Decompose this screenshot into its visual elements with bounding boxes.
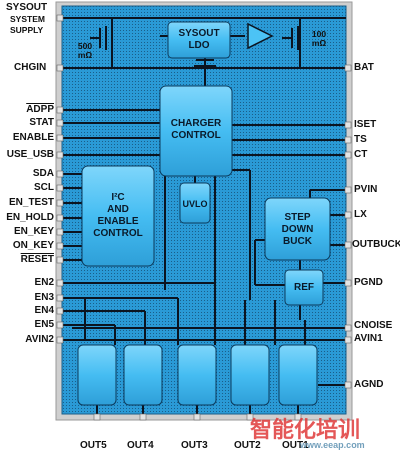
- pin-chgin: CHGIN: [14, 62, 47, 73]
- switch-mid: [194, 59, 216, 67]
- block-ldo-out2: [230, 344, 270, 406]
- pin-enable: ENABLE: [12, 132, 54, 143]
- pin-en5: EN5: [34, 319, 54, 330]
- block-uvlo: [179, 182, 211, 224]
- pin-iset: ISET: [354, 119, 377, 130]
- pin-pvin: PVIN: [354, 184, 378, 195]
- pin-bat: BAT: [354, 62, 374, 73]
- pin-scl: SCL: [34, 182, 54, 193]
- charger-control-line2: CONTROL: [171, 130, 221, 141]
- block-charger-control: [159, 85, 233, 177]
- block-ldo-out4: [123, 344, 163, 406]
- pin-out4: OUT4: [127, 440, 154, 451]
- sysout-ldo-line2: LDO: [188, 40, 210, 51]
- pin-adpp: ADPP: [26, 104, 54, 115]
- amplifier-icon: [247, 22, 274, 50]
- pin-pgnd: PGND: [354, 277, 383, 288]
- i2c-control-label: I²C AND ENABLE CONTROL: [82, 192, 154, 240]
- buck-line1: STEP: [284, 212, 311, 223]
- left-pin-pads: [56, 14, 64, 344]
- switch-left-line2: mΩ: [77, 50, 93, 60]
- ref-label: REF: [294, 282, 314, 293]
- block-ldo-out1: [278, 344, 318, 406]
- switch-right-line2: mΩ: [311, 38, 327, 48]
- pin-lx: LX: [354, 209, 367, 220]
- switch-left-line1: 500: [77, 41, 93, 51]
- step-down-buck-label: STEP DOWN BUCK: [265, 212, 330, 248]
- block-ref: [284, 269, 324, 306]
- pin-en3: EN3: [34, 292, 54, 303]
- watermark-main: 智能化培训: [250, 417, 361, 442]
- buck-line3: BUCK: [283, 236, 312, 247]
- pin-ts: TS: [354, 134, 367, 145]
- pin-en4: EN4: [34, 305, 54, 316]
- pin-en-test: EN_TEST: [8, 197, 54, 208]
- pin-sysout: SYSOUT: [6, 2, 48, 13]
- pin-reset: RESET: [20, 254, 54, 265]
- switch-left: [90, 26, 107, 50]
- pin-agnd: AGND: [354, 379, 384, 390]
- pin-out2: OUT2: [234, 440, 261, 451]
- sysout-ldo-label: SYSOUT LDO: [168, 28, 230, 52]
- bottom-pin-pads: [93, 413, 302, 421]
- watermark-url: www.eeap.com: [300, 440, 365, 450]
- charger-control-label: CHARGER CONTROL: [160, 118, 232, 142]
- block-ldo-out5: [77, 344, 117, 406]
- block-ldo-out3: [177, 344, 217, 406]
- pin-out3: OUT3: [181, 440, 208, 451]
- block-step-down-buck: [264, 197, 331, 261]
- buck-line2: DOWN: [281, 224, 314, 235]
- i2c-control-line4: CONTROL: [93, 228, 143, 239]
- right-pin-pads: [344, 64, 352, 389]
- pin-cnoise: CNOISE: [354, 320, 393, 331]
- switch-right: [282, 26, 299, 50]
- pin-system: SYSTEM: [10, 14, 45, 24]
- pin-outbuck: OUTBUCK: [352, 239, 400, 250]
- pin-stat: STAT: [29, 117, 54, 128]
- switch-right-line1: 100: [311, 29, 327, 39]
- wires: [62, 17, 346, 418]
- uvlo-label: UVLO: [182, 199, 208, 209]
- pin-out1: OUT1: [282, 440, 309, 451]
- pin-en-key: EN_KEY: [13, 226, 54, 237]
- pin-ct: CT: [354, 149, 368, 160]
- switch-right-value: 100 mΩ: [306, 30, 332, 48]
- pin-use-usb: USE_USB: [6, 149, 54, 160]
- pin-en2: EN2: [34, 277, 54, 288]
- switch-left-value: 500 mΩ: [72, 42, 98, 60]
- pin-avin1: AVIN1: [354, 333, 383, 344]
- pin-on-key: ON_KEY: [12, 240, 54, 251]
- sysout-ldo-line1: SYSOUT: [178, 28, 220, 39]
- block-i2c-control: [81, 165, 155, 267]
- pin-sda: SDA: [32, 168, 54, 179]
- pin-supply: SUPPLY: [10, 25, 44, 35]
- pin-en-hold: EN_HOLD: [6, 212, 54, 223]
- charger-control-line1: CHARGER: [170, 118, 222, 129]
- i2c-control-line1: I²C: [111, 192, 125, 203]
- block-sysout-ldo: [167, 21, 231, 59]
- pin-avin2: AVIN2: [25, 334, 54, 345]
- i2c-control-line3: ENABLE: [97, 216, 139, 227]
- pin-out5: OUT5: [80, 440, 107, 451]
- i2c-control-line2: AND: [107, 204, 129, 215]
